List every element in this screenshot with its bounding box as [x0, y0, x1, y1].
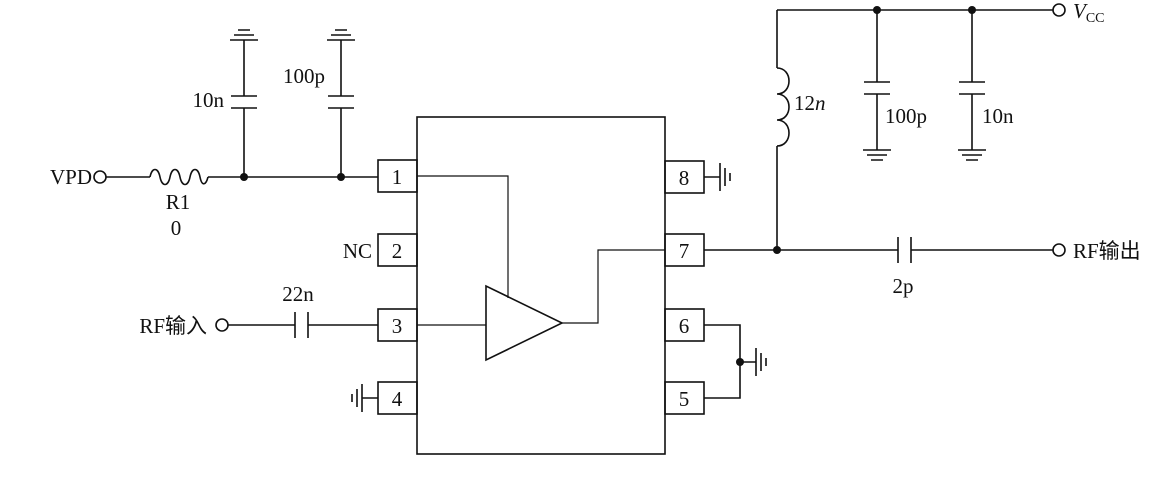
c10n-right-label: 10n — [982, 104, 1014, 128]
l12n-unit: n — [815, 91, 826, 115]
pin-6-label: 6 — [679, 314, 690, 338]
pin-4-label: 4 — [392, 387, 403, 411]
l12n-value: 12 — [794, 91, 815, 115]
ground-icon-c10n-left — [230, 29, 258, 41]
capacitor-100p-right — [864, 10, 890, 150]
ground-icon-c10n-right — [958, 149, 986, 161]
pin-5-label: 5 — [679, 387, 690, 411]
pin1-bias-wire — [417, 175, 509, 298]
pin-7: 7 — [664, 233, 705, 267]
resistor-r1 — [149, 168, 209, 186]
vcc-sub: CC — [1086, 11, 1105, 26]
amplifier-symbol — [485, 284, 564, 362]
nc-label: NC — [343, 239, 372, 263]
ground-icon-c100p-left — [327, 29, 355, 41]
vcc-v: V — [1073, 0, 1088, 23]
c10n-left-label: 10n — [193, 88, 225, 112]
rf-input-label: RF输入 — [139, 314, 207, 338]
junction-dot-pin65 — [736, 358, 744, 366]
ground-icon-pin4 — [351, 384, 378, 412]
capacitor-2p — [897, 237, 1053, 263]
pin-1-label: 1 — [392, 165, 403, 189]
pin-1: 1 — [377, 159, 418, 193]
inductor-12n — [776, 67, 790, 147]
pin-6: 6 — [664, 308, 705, 342]
capacitor-100p-left — [328, 40, 354, 177]
vcc-terminal — [1052, 3, 1066, 17]
c22n-label: 22n — [282, 282, 314, 306]
r1-value: 0 — [171, 216, 182, 240]
pin-2: 2 — [377, 233, 418, 267]
capacitor-10n-right — [959, 10, 985, 150]
ground-icon-c100p-right — [863, 149, 891, 161]
ground-icon-pin65 — [755, 348, 767, 376]
l12n-label: 12n — [794, 91, 826, 115]
capacitor-10n-left — [231, 40, 257, 177]
pin6-pin5-ground-wire — [704, 324, 756, 399]
rf-output-label: RF输出 — [1073, 239, 1141, 263]
rf-output-terminal — [1052, 243, 1066, 257]
ground-icon-pin8 — [704, 163, 731, 191]
pin-2-label: 2 — [392, 239, 403, 263]
pin-5: 5 — [664, 381, 705, 415]
vpd-label: VPD — [50, 165, 92, 189]
amp-output-wire — [562, 249, 665, 324]
c2p-label: 2p — [893, 274, 914, 298]
rf-input-terminal — [215, 318, 229, 332]
c100p-left-label: 100p — [283, 64, 325, 88]
pin-8-label: 8 — [679, 166, 690, 190]
vpd-terminal — [93, 170, 107, 184]
pin-3: 3 — [377, 308, 418, 342]
vcc-label: VCC — [1073, 0, 1105, 26]
ic-body — [416, 116, 666, 455]
capacitor-22n — [228, 312, 378, 338]
c100p-right-label: 100p — [885, 104, 927, 128]
pin-4: 4 — [377, 381, 418, 415]
pin-8: 8 — [664, 160, 705, 194]
pin-7-label: 7 — [679, 239, 690, 263]
r1-name: R1 — [166, 190, 191, 214]
pin-3-label: 3 — [392, 314, 403, 338]
